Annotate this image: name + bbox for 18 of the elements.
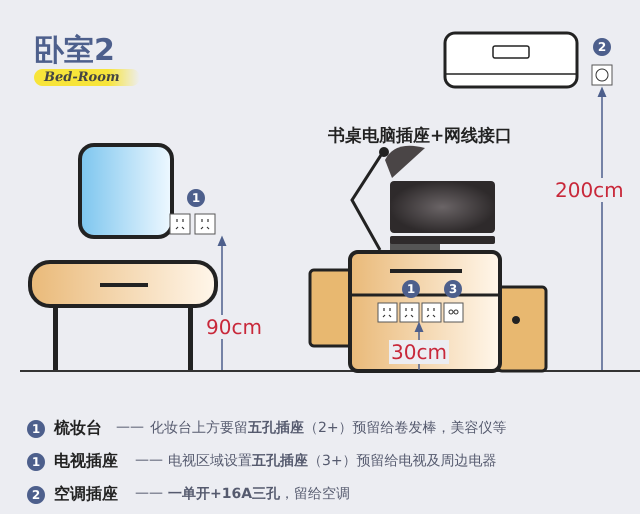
dimension-label: 30cm (389, 340, 449, 364)
legend-term: 电视插座 (54, 451, 118, 472)
dash-separator: —— (135, 485, 163, 501)
description-text: 电视区域设置五孔插座（3+）预留给电视及周边电器 (168, 452, 497, 470)
callout-number: 2 (593, 38, 611, 56)
callout-number: 1 (27, 420, 45, 438)
legend-term: 空调插座 (54, 484, 118, 505)
dash-separator: —— (135, 452, 163, 468)
subtitle: Bed-Room (34, 69, 140, 86)
callout-number: 1 (27, 453, 45, 471)
title: 卧室2 (34, 32, 115, 70)
description-text: 一单开+16A三孔，留给空调 (168, 485, 350, 503)
legend-term: 梳妆台 (54, 418, 102, 439)
callout-number: 1 (187, 189, 205, 207)
dash-separator: —— (116, 419, 144, 435)
callout-number: 2 (27, 486, 45, 504)
annotation-text: 书桌电脑插座+网线接口 (328, 125, 512, 147)
description-text: 化妆台上方要留五孔插座（2+）预留给卷发棒，美容仪等 (150, 419, 507, 437)
